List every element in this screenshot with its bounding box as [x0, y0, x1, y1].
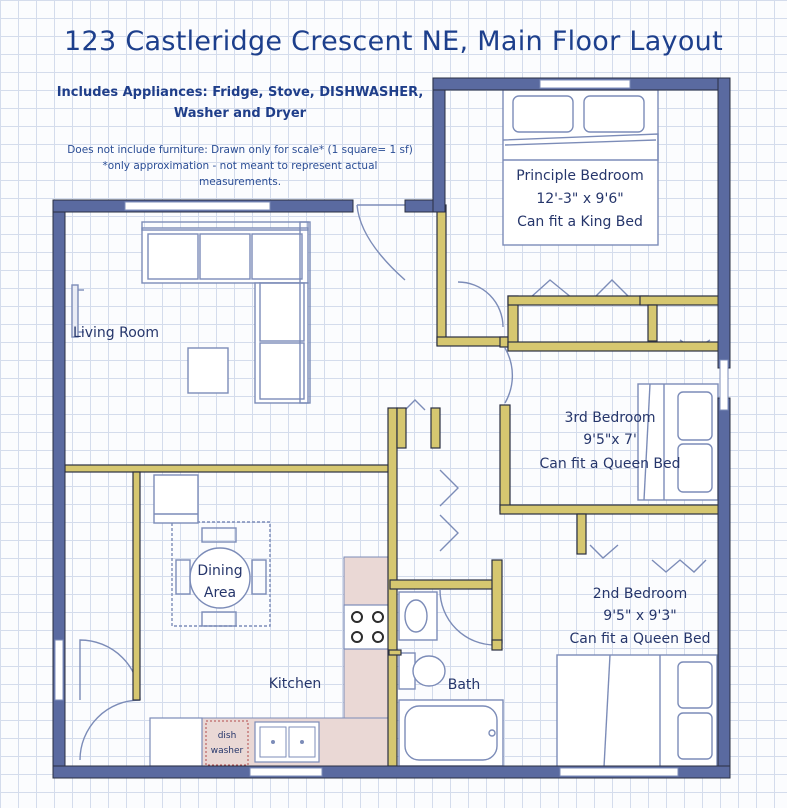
kitchen-sink [254, 721, 320, 763]
dining-label-line1: Dining [197, 563, 242, 579]
closet-bifold-3 [589, 544, 707, 573]
furniture-layer [71, 89, 719, 768]
second-bedroom-name: 2nd Bedroom [593, 586, 687, 602]
hall-bifold [439, 469, 459, 552]
tv [71, 284, 84, 338]
toilet [398, 652, 446, 690]
king-bed [502, 89, 659, 246]
second-bedroom-note: Can fit a Queen Bed [569, 631, 710, 647]
third-bedroom-size: 9'5"x 7' [583, 432, 637, 448]
room-labels: Principle Bedroom 12'-3" x 9'6" Can fit … [73, 168, 710, 756]
dishwasher-outline [205, 720, 249, 766]
dining-label-line2: Area [204, 585, 236, 601]
sectional-sofa [141, 221, 311, 404]
queen-bed-3rd [637, 383, 719, 501]
second-bedroom-size: 9'5" x 9'3" [603, 608, 676, 624]
windows [54, 79, 729, 777]
kitchen-counters [149, 556, 391, 767]
bath-door-swing [439, 589, 496, 646]
fridge [149, 717, 203, 767]
plan-title: 123 Castleridge Crescent NE, Main Floor … [64, 26, 723, 57]
dining-set [171, 521, 271, 627]
appliances-line-2: Washer and Dryer [173, 106, 307, 121]
third-bedroom-note: Can fit a Queen Bed [539, 456, 680, 472]
appliances-line-1: Includes Appliances: Fridge, Stove, DISH… [56, 85, 424, 100]
side-cabinet [153, 474, 199, 524]
queen-bed-2nd [556, 654, 718, 768]
appliances-note: Includes Appliances: Fridge, Stove, DISH… [40, 82, 440, 124]
disclaimer-line-3: measurements. [198, 176, 282, 188]
principle-bedroom-name: Principle Bedroom [516, 168, 643, 184]
third-bedroom-name: 3rd Bedroom [564, 410, 655, 426]
dishwasher-label-line2: washer [211, 746, 244, 756]
side-door-swing [79, 639, 141, 701]
kitchen-label: Kitchen [269, 676, 322, 692]
entry-door-swing [356, 204, 406, 281]
stove [343, 604, 391, 650]
interior-walls [64, 204, 721, 767]
closet-bifold-4 [404, 399, 426, 411]
disclaimer-line-1: Does not include furniture: Drawn only f… [67, 144, 413, 156]
bath-label: Bath [448, 677, 481, 693]
bath-sink [398, 591, 438, 641]
third-bed-door-swing [504, 347, 514, 404]
living-room-label: Living Room [73, 325, 159, 341]
closet-bifold-1 [529, 279, 631, 299]
back-door-swing [79, 699, 141, 761]
scale-disclaimer: Does not include furniture: Drawn only f… [40, 142, 440, 190]
principle-bedroom-size: 12'-3" x 9'6" [536, 191, 623, 207]
bathtub [398, 699, 504, 767]
principle-bedroom-note: Can fit a King Bed [517, 214, 643, 230]
dishwasher-label-line1: dish [218, 731, 237, 741]
disclaimer-line-2: *only approximation - not meant to repre… [102, 160, 378, 172]
bedroom-door-swing [457, 281, 504, 328]
ottoman [187, 347, 229, 394]
